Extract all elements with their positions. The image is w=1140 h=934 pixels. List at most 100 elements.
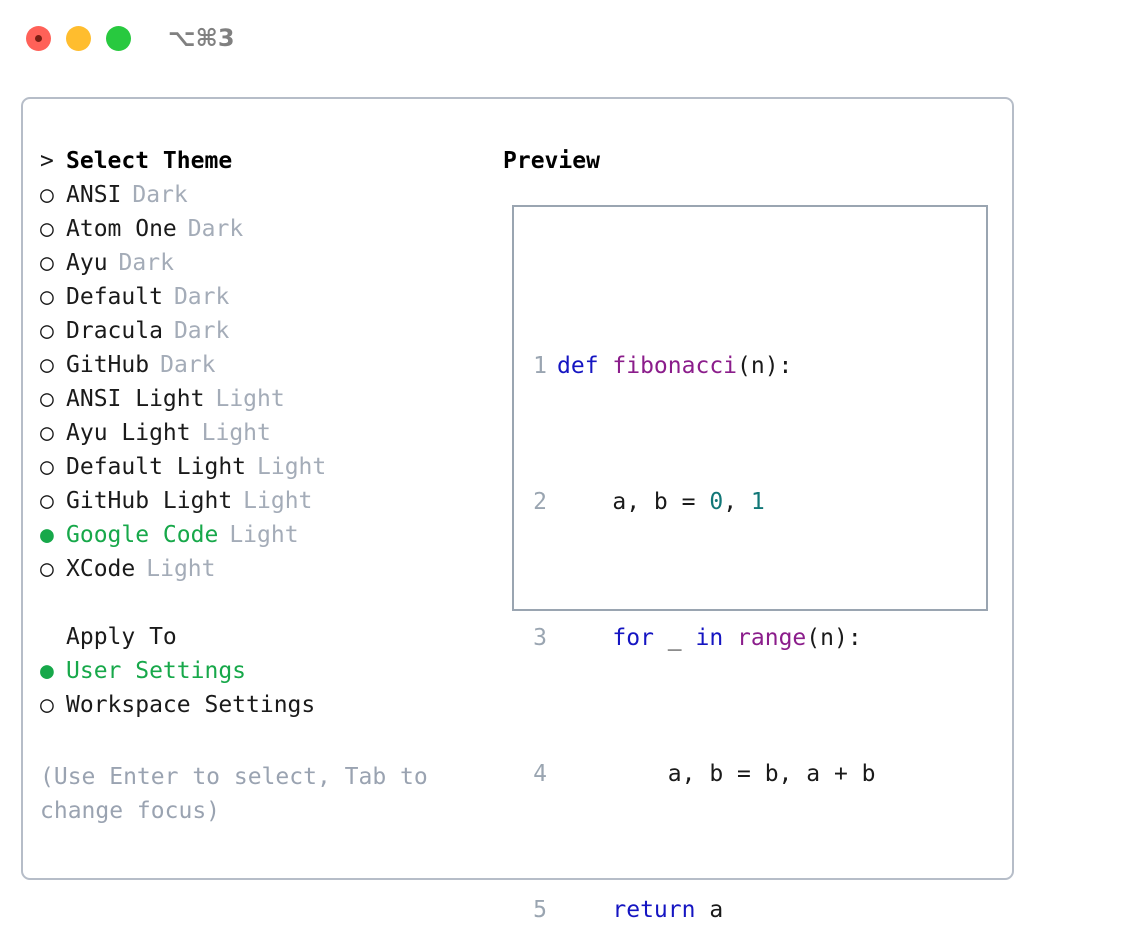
code-token-keyword: in — [695, 625, 724, 651]
theme-list-header-label: Select Theme — [66, 148, 233, 174]
theme-option-tag: Dark — [187, 216, 244, 242]
theme-option-tag: Dark — [173, 284, 230, 310]
code-token-function: fibonacci — [612, 353, 738, 379]
line-number: 2 — [533, 489, 547, 515]
theme-option-tag: Light — [229, 522, 299, 548]
code-line: 5 return a — [529, 893, 903, 927]
apply-to-heading-label: Apply To — [66, 624, 177, 650]
maximize-window-button[interactable] — [106, 26, 131, 51]
code-line-text: return a — [557, 893, 723, 927]
code-line: 3 for _ in range(n): — [529, 621, 903, 655]
radio-unselected-icon[interactable]: ○ — [40, 318, 54, 344]
theme-option-label: GitHub — [66, 352, 150, 378]
prompt-caret-icon: > — [40, 148, 54, 174]
line-number: 3 — [533, 625, 547, 651]
theme-option-ansi-dark[interactable]: ○ ANSI Dark — [40, 178, 480, 212]
theme-option-atom-one-dark[interactable]: ○ Atom One Dark — [40, 212, 480, 246]
theme-option-github-dark[interactable]: ○ GitHub Dark — [40, 348, 480, 382]
radio-unselected-icon[interactable]: ○ — [40, 556, 54, 582]
radio-unselected-icon[interactable]: ○ — [40, 488, 54, 514]
code-token-plain: a, b = — [557, 489, 710, 515]
theme-option-xcode-light[interactable]: ○ XCode Light — [40, 552, 480, 586]
code-line-text: a, b = b, a + b — [557, 757, 876, 791]
keyboard-shortcut-label: ⌥⌘3 — [168, 24, 235, 52]
radio-unselected-icon[interactable]: ○ — [40, 454, 54, 480]
theme-option-label: Atom One — [66, 216, 177, 242]
theme-option-dracula-dark[interactable]: ○ Dracula Dark — [40, 314, 480, 348]
theme-option-tag: Light — [257, 454, 327, 480]
apply-to-option-label: Workspace Settings — [66, 692, 316, 718]
code-line-text: a, b = 0, 1 — [557, 485, 764, 519]
close-window-button[interactable] — [26, 26, 51, 51]
code-token-keyword: for — [612, 625, 654, 651]
theme-option-tag: Dark — [160, 352, 216, 378]
theme-option-ayu-dark[interactable]: ○ Ayu Dark — [40, 246, 480, 280]
theme-option-google-code-light[interactable]: ● Google Code Light — [40, 518, 480, 552]
radio-unselected-icon[interactable]: ○ — [40, 182, 54, 208]
radio-unselected-icon[interactable]: ○ — [40, 692, 54, 718]
theme-option-tag: Dark — [118, 250, 174, 276]
line-number: 1 — [533, 353, 547, 379]
minimize-window-button[interactable] — [66, 26, 91, 51]
code-line: 2 a, b = 0, 1 — [529, 485, 903, 519]
theme-option-label: Ayu Light — [66, 420, 191, 446]
radio-unselected-icon[interactable]: ○ — [40, 284, 54, 310]
code-line: 1 def fibonacci(n): — [529, 349, 903, 383]
radio-unselected-icon[interactable]: ○ — [40, 250, 54, 276]
keyboard-hint-text: (Use Enter to select, Tab to change focu… — [40, 764, 428, 824]
line-number: 4 — [533, 761, 547, 787]
radio-unselected-icon[interactable]: ○ — [40, 216, 54, 242]
apply-to-option-workspace-settings[interactable]: ○ Workspace Settings — [40, 688, 480, 722]
radio-selected-icon[interactable]: ● — [40, 522, 54, 548]
code-token-plain — [557, 897, 612, 923]
radio-unselected-icon[interactable]: ○ — [40, 420, 54, 446]
theme-option-tag: Light — [215, 386, 285, 412]
code-line-text: def fibonacci(n): — [557, 349, 792, 383]
theme-option-tag: Dark — [132, 182, 188, 208]
theme-option-label: Google Code — [66, 522, 219, 548]
theme-option-label: XCode — [66, 556, 136, 582]
theme-option-default-dark[interactable]: ○ Default Dark — [40, 280, 480, 314]
code-token-keyword: return — [612, 897, 696, 923]
code-token-keyword: def — [557, 353, 613, 379]
preview-title: Preview — [503, 148, 600, 174]
theme-list-header: > Select Theme — [40, 144, 480, 178]
theme-option-tag: Dark — [173, 318, 230, 344]
apply-to-option-label: User Settings — [66, 658, 247, 684]
apply-to-heading: ○Apply To — [40, 620, 480, 654]
code-token-plain: , — [723, 489, 751, 515]
theme-option-label: Dracula — [66, 318, 163, 344]
apply-to-option-user-settings[interactable]: ● User Settings — [40, 654, 480, 688]
code-token-plain — [557, 625, 612, 651]
radio-unselected-icon[interactable]: ○ — [40, 386, 54, 412]
theme-option-default-light[interactable]: ○ Default Light Light — [40, 450, 480, 484]
code-token-plain: a, b = b, a + b — [557, 761, 876, 787]
theme-option-label: Default — [66, 284, 163, 310]
code-token-plain: (n): — [806, 625, 862, 651]
code-token-function: range — [737, 625, 807, 651]
theme-option-ayu-light[interactable]: ○ Ayu Light Light — [40, 416, 480, 450]
radio-unselected-icon[interactable]: ○ — [40, 352, 54, 378]
theme-option-ansi-light[interactable]: ○ ANSI Light Light — [40, 382, 480, 416]
theme-option-tag: Light — [146, 556, 216, 582]
window-titlebar: ⌥⌘3 — [0, 0, 1140, 78]
theme-option-label: Ayu — [66, 250, 108, 276]
code-line: 4 a, b = b, a + b — [529, 757, 903, 791]
theme-option-label: Default Light — [66, 454, 247, 480]
theme-option-label: ANSI Light — [66, 386, 205, 412]
preview-column: Preview — [503, 144, 993, 178]
spacer-icon: ○ — [40, 620, 66, 654]
code-token-number: 0 — [709, 489, 724, 515]
theme-option-tag: Light — [201, 420, 271, 446]
code-token-plain: a — [695, 897, 724, 923]
code-token-plain — [723, 625, 737, 651]
radio-selected-icon[interactable]: ● — [40, 658, 54, 684]
theme-option-label: ANSI — [66, 182, 122, 208]
code-token-plain: (n): — [737, 353, 793, 379]
code-token-plain: _ — [653, 625, 696, 651]
